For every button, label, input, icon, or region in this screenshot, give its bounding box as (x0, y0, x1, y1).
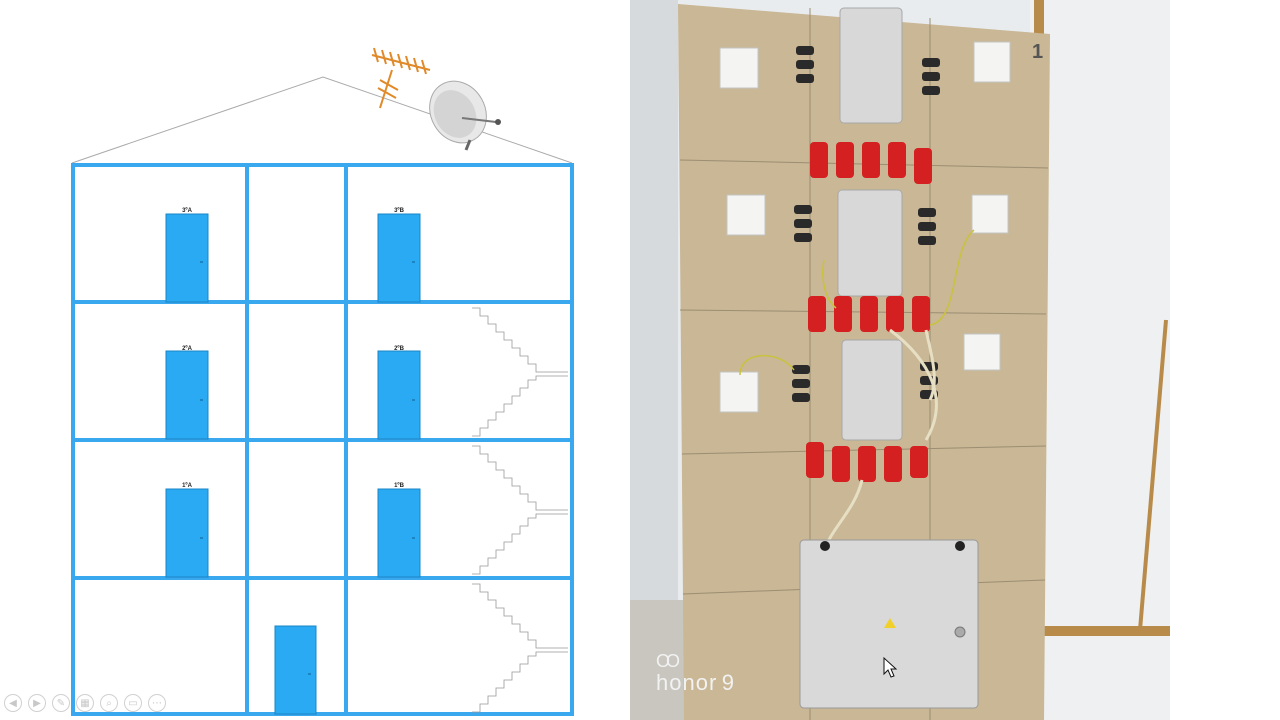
building-diagram: 3ºA 3ºB 2ºA 2ºB 1ºA 1ºB (71, 47, 574, 716)
slideshow-toolbar: ◀ ▶ ✎ ▦ ⌕ ▭ ⋯ (4, 694, 166, 714)
wall-socket (973, 41, 1011, 83)
door-icon (165, 213, 209, 303)
door-icon (165, 350, 209, 440)
camera-watermark: OO honor 9 (656, 652, 735, 696)
door-icon (377, 350, 421, 440)
red-connectors (810, 142, 932, 184)
watermark-rings: OO (656, 651, 680, 671)
panel-number: 1 (1032, 41, 1043, 63)
distribution-box (837, 189, 903, 297)
door-3b: 3ºB (377, 208, 421, 303)
wall-socket (963, 333, 1001, 371)
mouse-cursor-icon (883, 656, 898, 678)
door-icon (274, 625, 317, 715)
door-icon (377, 213, 421, 303)
antenna-icon (371, 47, 431, 109)
previous-slide-button[interactable]: ◀ (4, 694, 22, 712)
building-frame (71, 163, 574, 716)
staircase-icon (472, 307, 568, 713)
satellite-dish-icon (429, 80, 501, 151)
wall-socket (726, 194, 766, 236)
door-label-3b: 3ºB (394, 208, 405, 214)
red-connectors (808, 296, 930, 332)
wall-socket (719, 371, 759, 413)
door-icon (377, 488, 421, 578)
wall-socket (719, 47, 759, 89)
door-icon (165, 488, 209, 578)
entrance-door (274, 625, 317, 715)
zoom-button[interactable]: ⌕ (100, 694, 118, 712)
door-label-2a: 2ºA (182, 346, 193, 352)
black-connectors (796, 46, 940, 95)
door-label-1a: 1ºA (182, 483, 193, 489)
door-2b: 2ºB (377, 346, 421, 440)
installation-photo: 1 (630, 0, 1170, 720)
red-connectors (806, 442, 928, 482)
pen-tool-button[interactable]: ✎ (52, 694, 70, 712)
next-slide-button[interactable]: ▶ (28, 694, 46, 712)
door-label-2b: 2ºB (394, 346, 405, 352)
door-1a: 1ºA (165, 483, 209, 578)
door-1b: 1ºB (377, 483, 421, 578)
see-all-slides-button[interactable]: ▦ (76, 694, 94, 712)
watermark-brand: honor (656, 670, 718, 695)
screen-options-button[interactable]: ▭ (124, 694, 142, 712)
roof (71, 76, 573, 164)
black-connectors (794, 205, 936, 245)
distribution-box (841, 339, 903, 441)
main-cabinet (799, 539, 979, 709)
door-3a: 3ºA (165, 208, 209, 303)
door-label-1b: 1ºB (394, 483, 405, 489)
watermark-model: 9 (721, 670, 735, 695)
door-2a: 2ºA (165, 346, 209, 440)
more-options-button[interactable]: ⋯ (148, 694, 166, 712)
door-label-3a: 3ºA (182, 208, 193, 214)
ground-wires (739, 229, 975, 376)
wall-socket (971, 194, 1009, 234)
distribution-box (839, 7, 903, 124)
